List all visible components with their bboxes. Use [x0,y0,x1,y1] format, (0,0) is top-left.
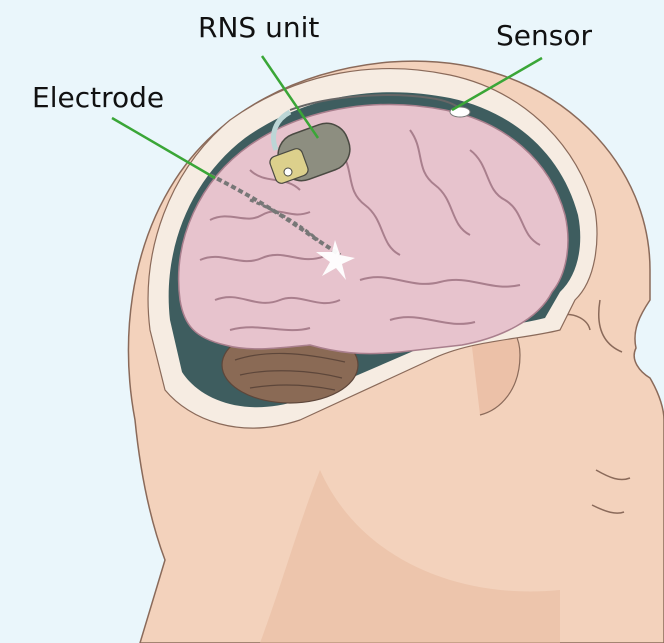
rns-unit-port [284,168,292,176]
sensor-label: Sensor [496,22,592,50]
electrode-label: Electrode [32,84,164,112]
rns-unit-label: RNS unit [198,14,319,42]
